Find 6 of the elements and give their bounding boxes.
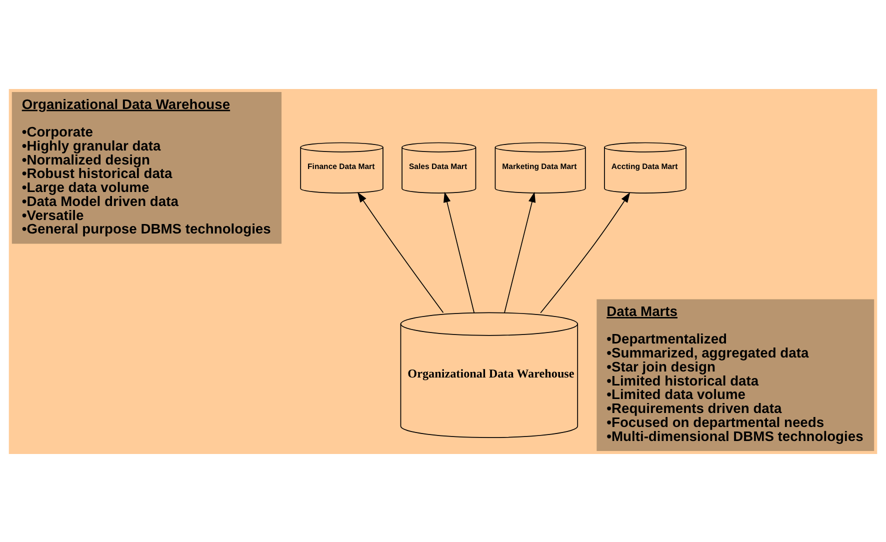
arrow [357,192,444,313]
arrow [540,192,630,313]
arrow [444,191,475,313]
node-box: Organizational Data Warehouse •Corporate •Highly granular data •Normalized design •Robust historical data •Large data volume •Data Model driven data •Versatile •General purpose DBMS technologies [12,92,282,244]
arrow [504,191,536,313]
node-box: Data Marts •Departmentalized •Summarized, aggregated data •Star join design •Limited historical data •Limited data volume •Requirements driven data •Focused on departmental needs •Multi-dimensional DBMS technologies [596,298,874,450]
